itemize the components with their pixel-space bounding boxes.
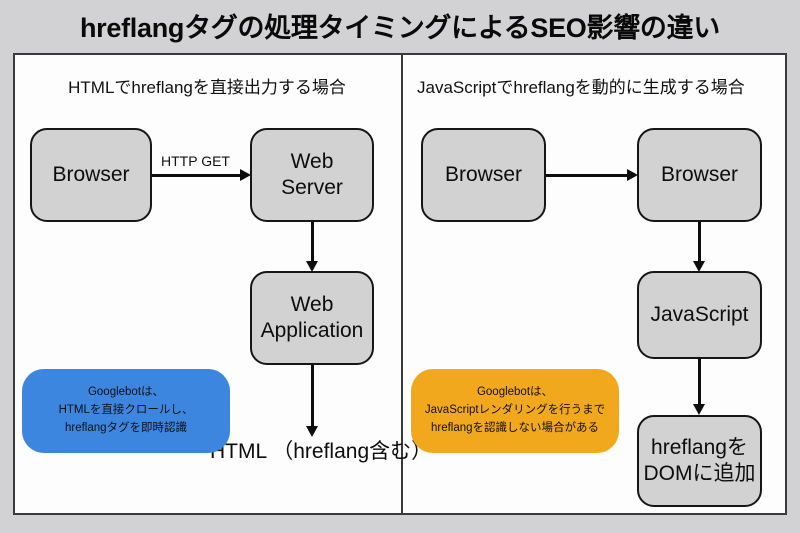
- arrowhead-browser-to-browser: [627, 168, 638, 181]
- left-panel-heading: HTMLでhreflangを直接出力する場合: [68, 78, 346, 97]
- node-web-server-label-2: Server: [281, 176, 343, 199]
- arrowhead-server-to-application: [305, 261, 318, 272]
- node-html-output: HTML （hreflang含む）: [210, 438, 432, 465]
- node-browser-right-2-label: Browser: [660, 162, 739, 186]
- node-html-output-label-2: （hreflang含む）: [272, 440, 433, 463]
- callout-googlebot-javascript-line-2: JavaScriptレンダリングを行うまで: [424, 404, 606, 417]
- node-browser-right-1-label: Browser: [444, 162, 523, 186]
- node-javascript: JavaScript: [637, 271, 762, 359]
- connector-browser-to-javascript: [698, 222, 701, 264]
- node-dom-append-label-1: hreflangを: [651, 435, 748, 459]
- page-title: hreflangタグの処理タイミングによるSEO影響の違い: [79, 12, 721, 43]
- arrowhead-javascript-to-dom: [693, 404, 705, 415]
- connector-browser-to-server: [152, 174, 242, 177]
- node-dom-append-label-2: DOMに追加: [643, 462, 756, 485]
- callout-googlebot-html-line-3: hreflangタグを即時認識: [64, 421, 188, 434]
- callout-googlebot-html-line-2: HTMLを直接クロールし、: [58, 404, 194, 417]
- node-web-application-label-1: Web: [290, 292, 334, 316]
- node-browser-left: Browser: [30, 128, 152, 222]
- node-web-server-label-1: Web: [290, 149, 334, 173]
- callout-googlebot-javascript: Googlebotは、 JavaScriptレンダリングを行うまで hrefla…: [411, 369, 619, 453]
- node-javascript-label: JavaScript: [650, 302, 749, 326]
- connector-server-to-application: [310, 222, 314, 264]
- callout-googlebot-javascript-line-3: hreflangを認識しない場合がある: [430, 421, 600, 434]
- node-browser-left-label: Browser: [52, 162, 130, 186]
- right-panel-heading: JavaScriptでhreflangを動的に生成する場合: [417, 78, 745, 97]
- node-web-server: Web Server: [250, 128, 374, 222]
- arrowhead-browser-to-javascript: [693, 261, 705, 272]
- connector-javascript-to-dom: [698, 359, 701, 407]
- left-panel: HTMLでhreflangを直接出力する場合 Browser HTTP GET …: [13, 53, 432, 515]
- callout-googlebot-javascript-line-1: Googlebotは、: [476, 386, 554, 399]
- node-web-application: Web Application: [250, 271, 374, 365]
- arrowhead-browser-to-server: [240, 168, 251, 181]
- edge-label-http-get: HTTP GET: [161, 153, 230, 169]
- right-panel: JavaScriptでhreflangを動的に生成する場合 Browser Br…: [403, 53, 787, 515]
- connector-application-to-html: [310, 365, 314, 429]
- arrowhead-application-to-html: [305, 426, 318, 437]
- panel-divider: [401, 53, 403, 515]
- callout-googlebot-html-line-1: Googlebotは、: [87, 386, 165, 399]
- node-browser-right-2: Browser: [637, 128, 762, 222]
- node-dom-append: hreflangを DOMに追加: [637, 415, 762, 507]
- connector-browser-to-browser: [546, 174, 629, 177]
- node-web-application-label-2: Application: [260, 319, 364, 342]
- callout-googlebot-html: Googlebotは、 HTMLを直接クロールし、 hreflangタグを即時認…: [22, 369, 230, 453]
- node-browser-right-1: Browser: [421, 128, 546, 222]
